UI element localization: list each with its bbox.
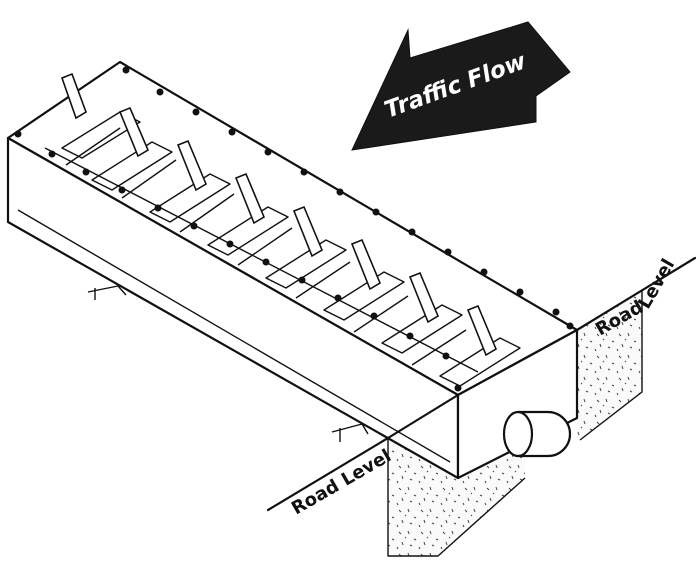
soil-cross-section-right	[577, 290, 643, 441]
traffic-flow-arrow: Traffic Flow	[351, 21, 571, 151]
grate-slots	[61, 111, 521, 387]
bolt-dots	[14, 66, 574, 392]
grate-frame	[44, 127, 479, 373]
road-level-line	[266, 256, 697, 512]
road-level-label-left: Road Level	[288, 445, 395, 519]
outlet-pipe	[502, 410, 572, 458]
road-level-label-right-level: Level	[634, 255, 679, 312]
deflector-plates	[60, 72, 498, 357]
